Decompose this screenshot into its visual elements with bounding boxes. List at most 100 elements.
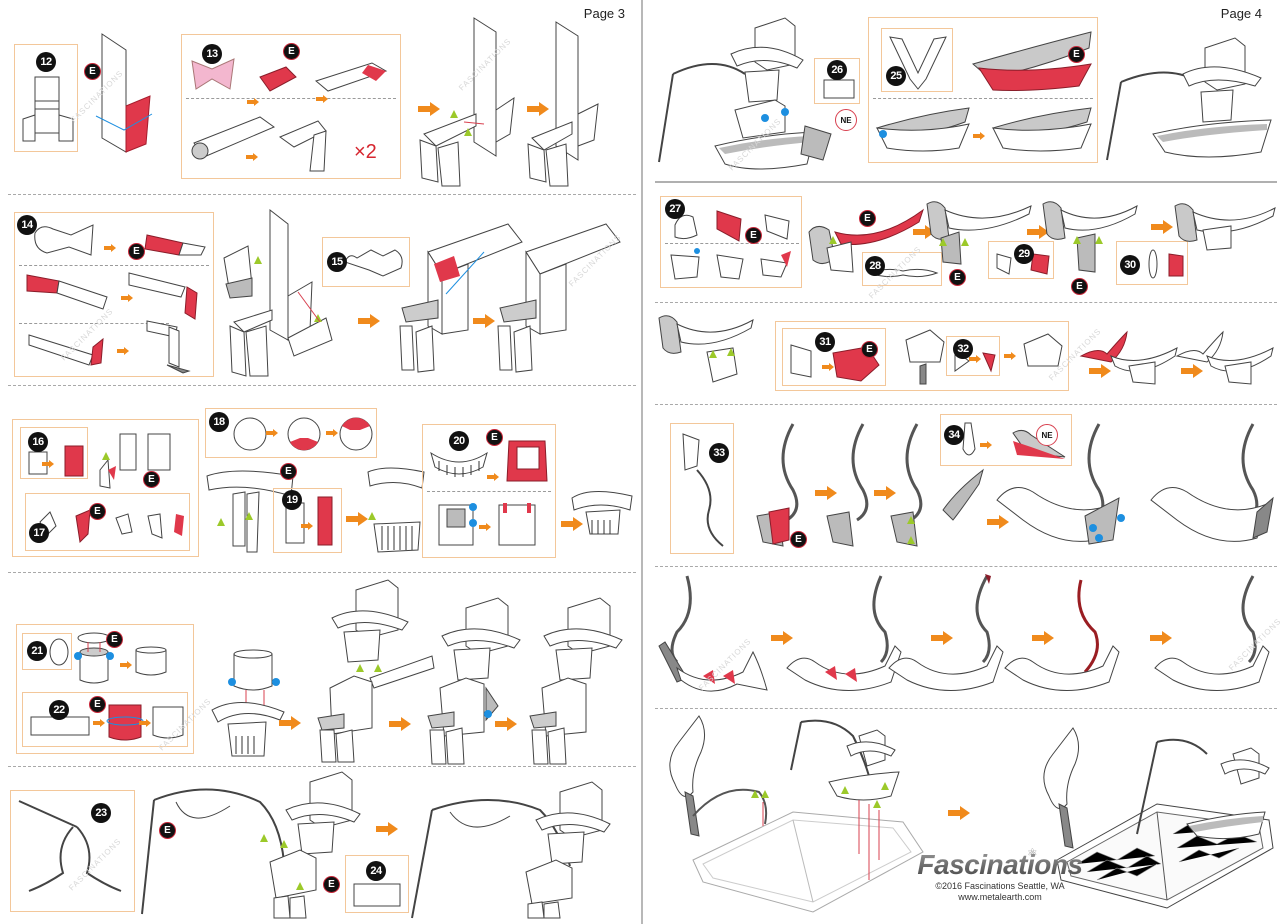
tool-required-badge: E: [323, 876, 340, 893]
leg-tube-icon: [314, 62, 388, 92]
tool-required-badge: E: [89, 696, 106, 713]
orange-arrow-icon: [987, 515, 1009, 529]
instruction-page-4: Page 4 NE 26: [643, 0, 1280, 924]
orange-arrow-icon: [120, 661, 132, 669]
step-23-detail-box: [10, 790, 135, 912]
hat-crown-attach-icon: [74, 632, 114, 684]
step-13-detail-box: ×2: [181, 34, 401, 179]
fishing-line-part-icon: [682, 433, 724, 547]
tool-required-badge: E: [859, 210, 876, 227]
inner-divider: [873, 98, 1093, 99]
orange-arrow-icon: [326, 429, 338, 437]
red-hat-band-rolled-icon: [106, 704, 144, 741]
step-14-detail-box: [14, 212, 214, 377]
step-27-detail-box: [660, 196, 802, 288]
section-divider: [8, 385, 636, 386]
orange-arrow-icon: [246, 153, 258, 161]
step-number: 20: [449, 431, 469, 451]
orange-arrow-icon: [487, 473, 499, 481]
tool-required-badge: E: [143, 471, 160, 488]
step-24-detail-box: [345, 855, 409, 913]
orange-arrow-icon: [316, 95, 328, 103]
orange-arrow-icon: [418, 102, 440, 116]
step-25-detail-box: [868, 17, 1098, 163]
fisherman-boat-drop-illustration: [790, 719, 900, 880]
step-20-detail-box: [422, 424, 556, 558]
pink-leg-part-icon: [191, 58, 235, 90]
orange-arrow-icon: [93, 719, 105, 727]
leg-tube-unfolded-icon: [191, 116, 276, 160]
step-19-detail-box: [273, 488, 342, 553]
website-link[interactable]: www.metalearth.com: [958, 892, 1042, 902]
orange-arrow-icon: [1151, 220, 1173, 234]
orange-arrow-icon: [358, 314, 380, 328]
step-34-detail-box: [940, 414, 1072, 466]
step-number: 12: [36, 52, 56, 72]
step-31-32-outer-box: [775, 321, 1069, 391]
head-beard-completed-illustration: [571, 491, 633, 535]
tool-required-badge: E: [790, 531, 807, 548]
final-model-completed-illustration: [1043, 727, 1274, 909]
orange-arrow-icon: [121, 294, 133, 302]
seat-base-part-icon: [353, 883, 401, 907]
tool-required-badge: E: [280, 463, 297, 480]
beard-part-red-icon: [28, 445, 84, 477]
face-part-assembly-icon: [99, 433, 171, 489]
step-number: 22: [49, 700, 69, 720]
orange-arrow-icon: [346, 512, 368, 526]
chair-back-assembly-illustration: [95, 33, 153, 153]
step-number: 33: [709, 443, 729, 463]
orange-arrow-icon: [1150, 631, 1172, 645]
tool-required-badge: E: [283, 43, 300, 60]
orange-arrow-icon: [561, 517, 583, 531]
chair-with-legs-illustration: [419, 17, 515, 187]
orange-arrow-icon: [473, 314, 495, 328]
orange-arrow-icon: [527, 102, 549, 116]
step-number: 26: [827, 60, 847, 80]
final-assembly-exploded-illustration: [669, 715, 924, 913]
whale-head-completed-icon: [1023, 333, 1063, 367]
tool-required-badge: E: [745, 227, 762, 244]
orange-arrow-icon: [822, 363, 834, 371]
whale-body-fin-attach-illustration: [1042, 201, 1138, 273]
step-number: 34: [944, 425, 964, 445]
step-number: 32: [953, 339, 973, 359]
step-18-detail-box: [205, 408, 377, 458]
section-divider: [8, 766, 636, 767]
orange-arrow-icon: [969, 355, 981, 363]
step-number: 15: [327, 252, 347, 272]
step-number: 16: [28, 432, 48, 452]
fishing-rod-illustration: [141, 788, 285, 915]
instruction-page-3: Page 3 12 E: [8, 6, 636, 919]
hat-brim-face-illustration: [206, 470, 294, 553]
orange-arrow-icon: [279, 716, 301, 730]
step-number: 31: [815, 332, 835, 352]
seated-figure-hat-attach-illustration: [317, 579, 435, 763]
step-16-17-outer-box: [12, 419, 199, 557]
orange-arrow-icon: [117, 347, 129, 355]
orange-arrow-icon: [42, 460, 54, 468]
whale-line-completed-illustration: [1150, 423, 1274, 542]
step-26-detail-box: [814, 58, 860, 104]
orange-arrow-icon: [376, 822, 398, 836]
orange-arrow-icon: [980, 441, 992, 449]
hat-crown-icon: [135, 646, 167, 676]
step-25-inner-box: [881, 28, 953, 92]
orange-arrow-icon: [1032, 631, 1054, 645]
whale-head-jaw-icon: [905, 329, 945, 385]
tool-required-badge: E: [128, 243, 145, 260]
inner-divider: [427, 491, 551, 492]
orange-arrow-icon: [815, 486, 837, 500]
atom-logo-icon: ⚛: [1027, 846, 1038, 860]
orange-arrow-icon: [479, 523, 491, 531]
hat-brim-sequence-icon: [233, 417, 373, 451]
inner-divider: [665, 243, 799, 244]
whale-red-line-illustration: [1004, 579, 1120, 691]
arm-tube-red-tip-icon: [28, 334, 104, 366]
whale-line-completed-final-illustration: [1154, 575, 1270, 691]
red-boat-hull-icon: [971, 31, 1092, 91]
no-tool-badge: NE: [1036, 424, 1058, 446]
hat-crown-to-brim-illustration: [211, 649, 285, 757]
step-number: 19: [282, 490, 302, 510]
leg-bent-icon: [278, 120, 327, 172]
